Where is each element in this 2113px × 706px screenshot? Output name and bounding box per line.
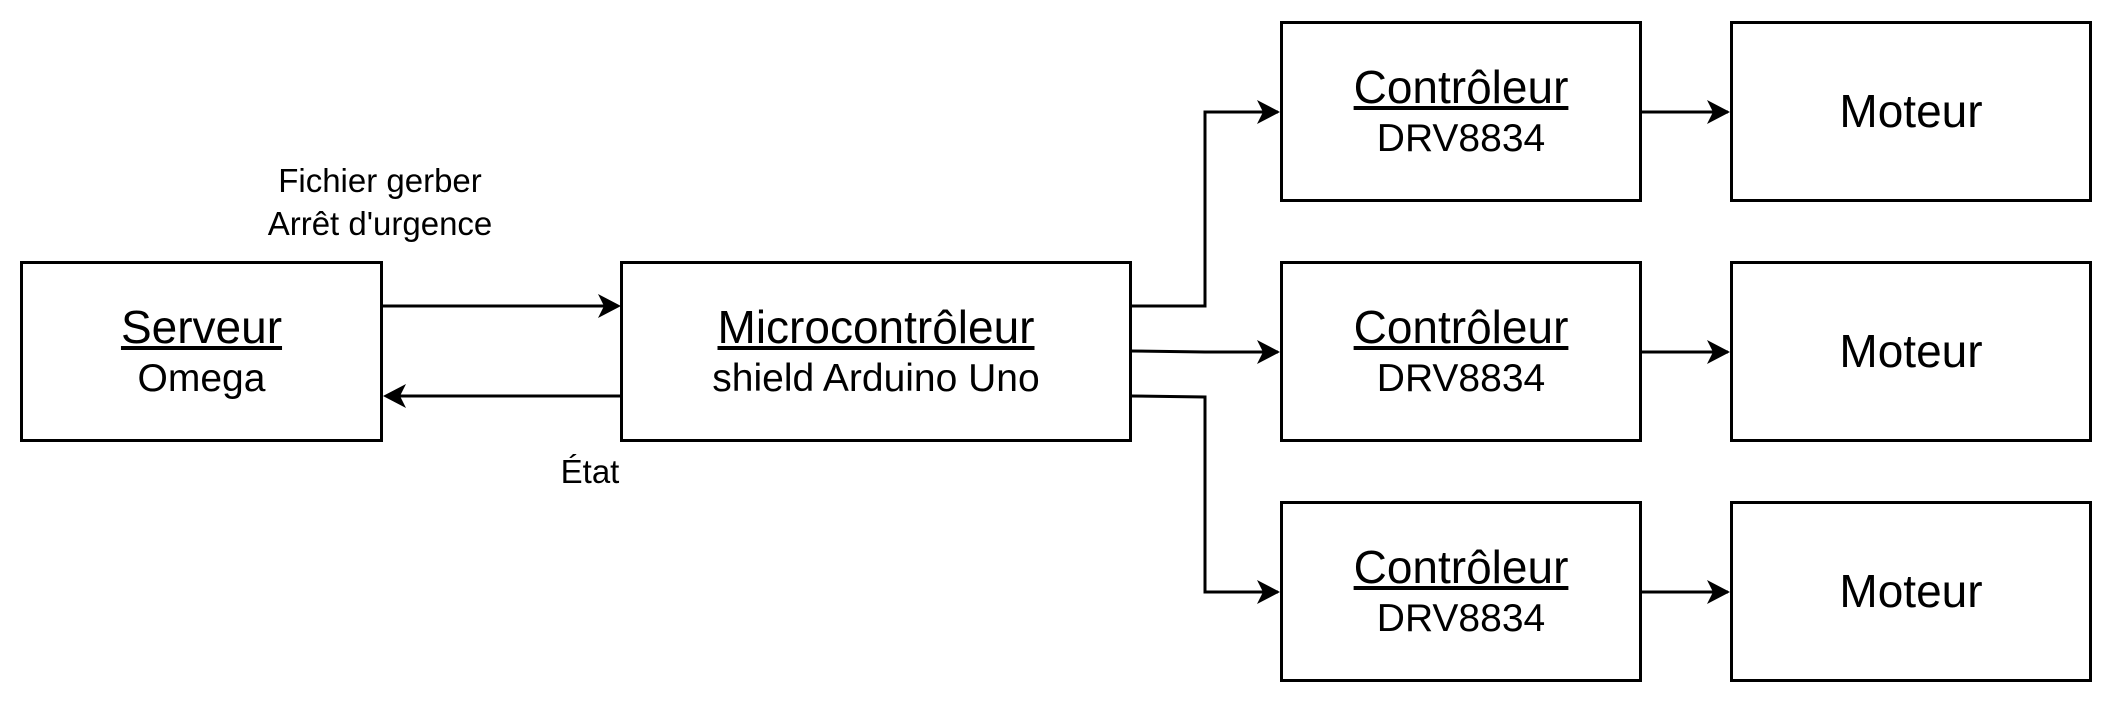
- server-title: Serveur: [120, 300, 283, 353]
- edge-label-to-server: État: [560, 453, 620, 490]
- microcontroller-node: Microcontrôleur shield Arduino Uno: [620, 261, 1132, 442]
- edge-micro-to-server-arrowhead: [383, 384, 406, 408]
- edge-controller-1-to-motor-1-arrowhead: [1707, 100, 1730, 124]
- controller-3-subtitle: DRV8834: [1376, 596, 1546, 640]
- microcontroller-title: Microcontrôleur: [717, 300, 1035, 353]
- edge-micro-to-controller-3-arrowhead: [1257, 580, 1280, 604]
- server-subtitle: Omega: [137, 356, 266, 400]
- edge-server-to-micro-arrowhead: [598, 294, 621, 318]
- controller-1-title: Contrôleur: [1353, 60, 1569, 113]
- edge-micro-to-controller-1-arrowhead: [1257, 100, 1280, 124]
- controller-node-2: Contrôleur DRV8834: [1280, 261, 1642, 442]
- edge-label-to-micro: Fichier gerber Arrêt d'urgence: [230, 160, 530, 246]
- controller-3-title: Contrôleur: [1353, 540, 1569, 593]
- microcontroller-subtitle: shield Arduino Uno: [712, 356, 1040, 400]
- edge-micro-to-controller-3: [1130, 394, 1278, 594]
- edge-controller-3-to-motor-3-arrowhead: [1707, 580, 1730, 604]
- controller-2-title: Contrôleur: [1353, 300, 1569, 353]
- controller-1-subtitle: DRV8834: [1376, 116, 1546, 160]
- controller-node-3: Contrôleur DRV8834: [1280, 501, 1642, 682]
- server-node: Serveur Omega: [20, 261, 383, 442]
- edge-label-to-micro-line-1: Fichier gerber: [278, 162, 482, 199]
- edge-micro-to-controller-2: [1130, 349, 1278, 354]
- edge-micro-to-controller-2-arrowhead: [1257, 340, 1280, 364]
- motor-node-1: Moteur: [1730, 21, 2092, 202]
- motor-1-label: Moteur: [1839, 84, 1983, 137]
- motor-node-2: Moteur: [1730, 261, 2092, 442]
- motor-2-label: Moteur: [1839, 324, 1983, 377]
- motor-3-label: Moteur: [1839, 564, 1983, 617]
- edge-micro-to-controller-1: [1131, 110, 1278, 308]
- controller-2-subtitle: DRV8834: [1376, 356, 1546, 400]
- edge-label-to-micro-line-2: Arrêt d'urgence: [267, 204, 493, 242]
- motor-node-3: Moteur: [1730, 501, 2092, 682]
- controller-node-1: Contrôleur DRV8834: [1280, 21, 1642, 202]
- edge-controller-2-to-motor-2-arrowhead: [1707, 340, 1730, 364]
